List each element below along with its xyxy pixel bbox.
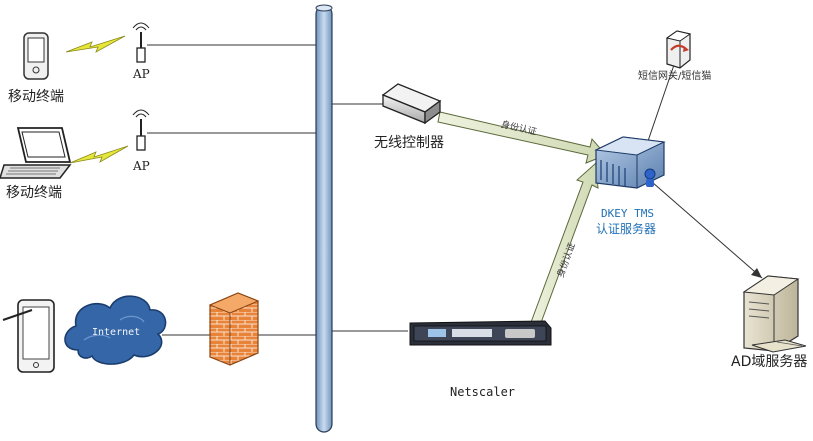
controller-icon <box>381 83 442 125</box>
server-icon <box>594 136 666 189</box>
auth-arrow-netscaler <box>529 161 599 329</box>
cloud-icon <box>64 295 167 365</box>
sms-gateway-label: 短信网关/短信猫 <box>638 71 712 82</box>
backbone-bus <box>315 4 333 433</box>
wireless-controller-label: 无线控制器 <box>374 135 444 151</box>
mobile-terminal-label-1: 移动终端 <box>8 89 64 105</box>
ad-server-icon <box>742 275 807 353</box>
mobile-terminal-label-2: 移动终端 <box>6 185 62 201</box>
antenna-icon <box>132 22 150 63</box>
tablet-icon <box>2 299 55 373</box>
laptop-icon <box>0 127 72 179</box>
internet-label: Internet <box>92 327 141 338</box>
line-dkey-ad <box>651 181 763 279</box>
ap-label-1: AP <box>133 67 150 81</box>
lightning-icon-2 <box>69 145 129 164</box>
netscaler-label: Netscaler <box>450 385 516 399</box>
firewall-icon <box>208 292 260 366</box>
connection-lines <box>147 44 763 336</box>
netscaler-icon <box>409 320 552 346</box>
auth-server-label: 认证服务器 <box>596 222 657 236</box>
dkey-tms-label: DKEY TMS <box>601 207 654 220</box>
sms-gateway-icon <box>665 30 692 69</box>
phone-icon <box>23 32 49 80</box>
ad-server-label: AD域服务器 <box>731 354 808 370</box>
ap-label-2: AP <box>133 159 150 173</box>
arrowhead-ad <box>751 268 762 278</box>
auth-arrow-controller <box>437 111 607 164</box>
line-dkey-sms <box>647 61 676 142</box>
antenna-icon-2 <box>132 109 150 151</box>
lightning-icon <box>65 35 126 53</box>
